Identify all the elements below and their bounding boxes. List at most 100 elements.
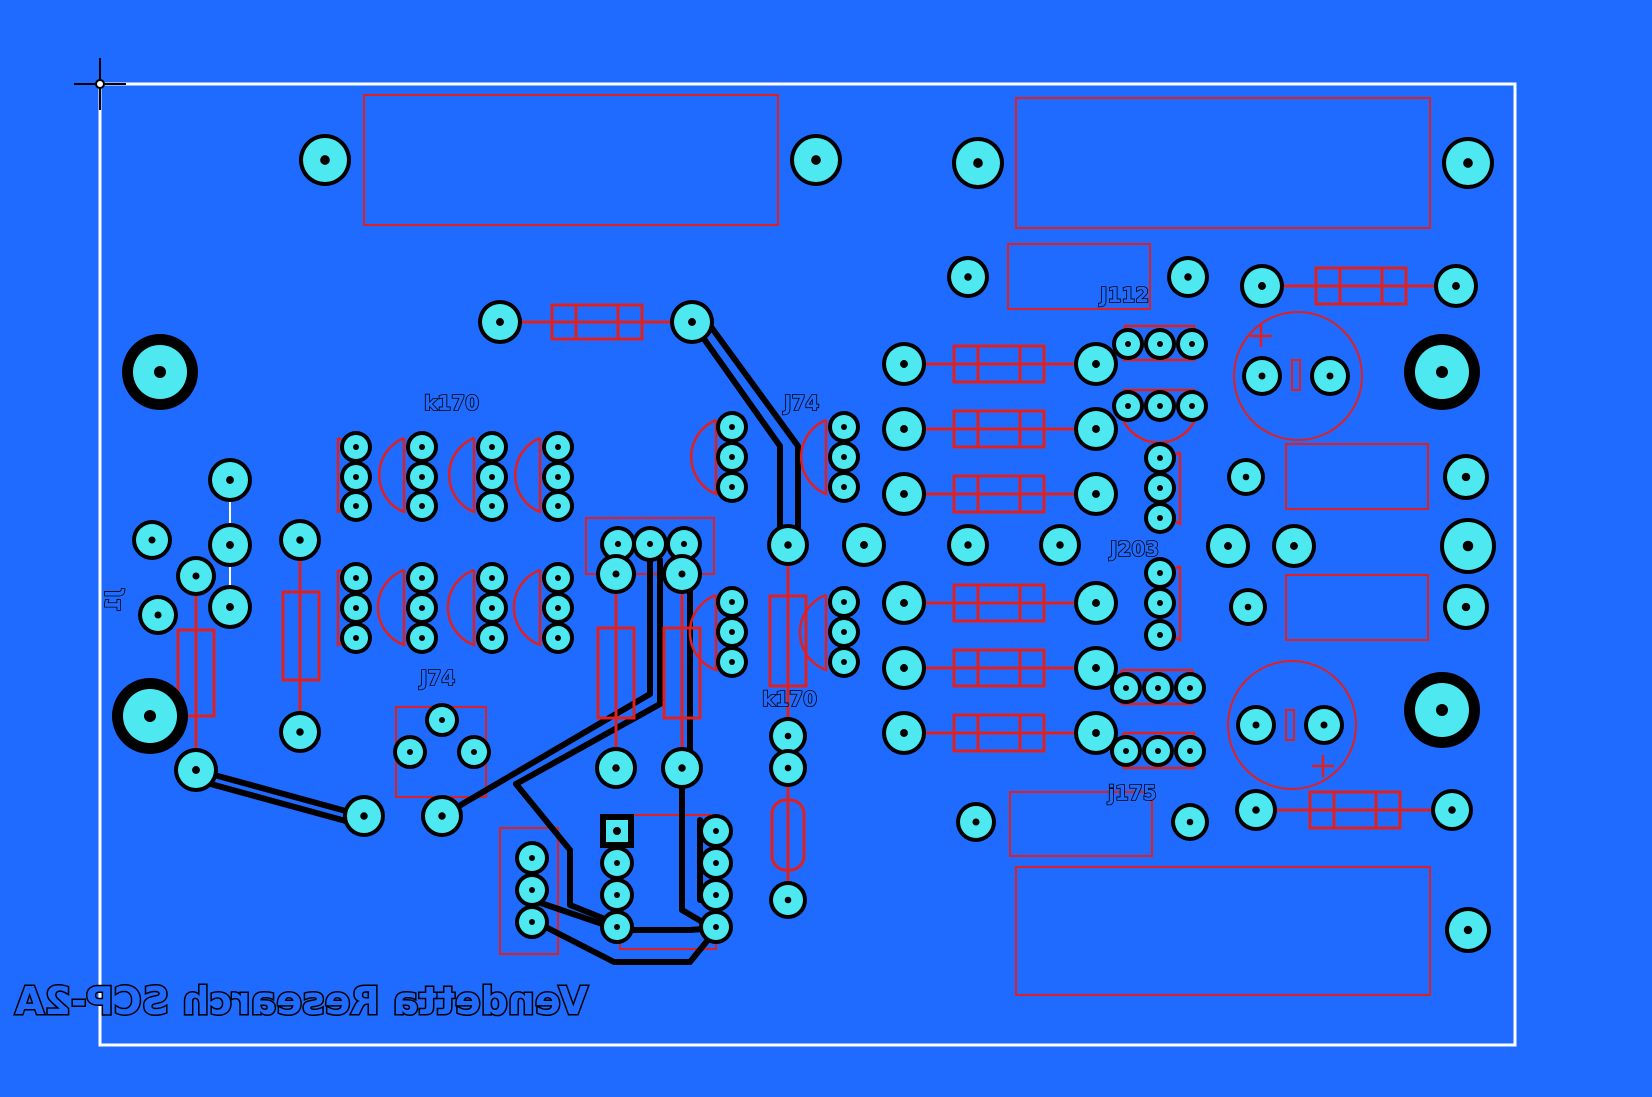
- pad[interactable]: [279, 519, 321, 561]
- pad[interactable]: [828, 646, 860, 678]
- pad[interactable]: [542, 461, 574, 493]
- pad[interactable]: [1240, 264, 1284, 308]
- pad[interactable]: [632, 526, 668, 562]
- pad[interactable]: [1272, 524, 1316, 568]
- pad[interactable]: [882, 646, 926, 690]
- pad[interactable]: [1174, 735, 1206, 767]
- pad[interactable]: [1039, 524, 1081, 566]
- pad[interactable]: [1310, 356, 1350, 396]
- pad[interactable]: [406, 431, 438, 463]
- pad[interactable]: [767, 524, 809, 566]
- pad[interactable]: [515, 841, 549, 875]
- pad[interactable]: [340, 431, 372, 463]
- pad[interactable]: [1144, 390, 1176, 422]
- pad[interactable]: [279, 711, 321, 753]
- pads-group[interactable]: [132, 134, 1496, 953]
- pad[interactable]: [542, 431, 574, 463]
- pad[interactable]: [1174, 672, 1206, 704]
- pad[interactable]: [1206, 524, 1250, 568]
- pad[interactable]: [1227, 458, 1265, 496]
- pad[interactable]: [828, 616, 860, 648]
- pad-square-ic1[interactable]: [600, 814, 634, 848]
- pad[interactable]: [769, 881, 807, 919]
- pad[interactable]: [947, 256, 989, 298]
- pad[interactable]: [1074, 407, 1118, 451]
- pad[interactable]: [542, 622, 574, 654]
- pad[interactable]: [882, 581, 926, 625]
- pad[interactable]: [769, 717, 807, 755]
- pad[interactable]: [406, 592, 438, 624]
- pad[interactable]: [476, 562, 508, 594]
- pad[interactable]: [716, 471, 748, 503]
- pad[interactable]: [1236, 705, 1276, 745]
- pad[interactable]: [699, 878, 733, 912]
- pad[interactable]: [1443, 584, 1489, 630]
- pad[interactable]: [716, 586, 748, 618]
- pad[interactable]: [596, 554, 636, 594]
- pad[interactable]: [132, 520, 172, 560]
- pad[interactable]: [1229, 588, 1267, 626]
- pad[interactable]: [882, 472, 926, 516]
- pad[interactable]: [699, 846, 733, 880]
- pad[interactable]: [769, 749, 807, 787]
- pad[interactable]: [406, 562, 438, 594]
- pad[interactable]: [1443, 454, 1489, 500]
- pad[interactable]: [1144, 442, 1176, 474]
- pad[interactable]: [882, 407, 926, 451]
- pad[interactable]: [828, 471, 860, 503]
- pad[interactable]: [699, 910, 733, 944]
- pad[interactable]: [1167, 256, 1209, 298]
- pad[interactable]: [340, 562, 372, 594]
- pad[interactable]: [1142, 672, 1174, 704]
- pad[interactable]: [716, 646, 748, 678]
- pad[interactable]: [406, 461, 438, 493]
- pad[interactable]: [882, 342, 926, 386]
- pad[interactable]: [476, 592, 508, 624]
- pad[interactable]: [406, 490, 438, 522]
- pad[interactable]: [600, 878, 634, 912]
- pad[interactable]: [340, 461, 372, 493]
- pad[interactable]: [1445, 907, 1491, 953]
- pad[interactable]: [828, 411, 860, 443]
- pad[interactable]: [1110, 672, 1142, 704]
- pad[interactable]: [1112, 390, 1144, 422]
- pad[interactable]: [670, 300, 714, 344]
- pad[interactable]: [1235, 789, 1277, 831]
- pad[interactable]: [882, 711, 926, 755]
- pad[interactable]: [662, 554, 702, 594]
- pad[interactable]: [1171, 803, 1209, 841]
- pad[interactable]: [340, 490, 372, 522]
- pad[interactable]: [716, 441, 748, 473]
- pad[interactable]: [600, 526, 636, 562]
- pad[interactable]: [952, 137, 1004, 189]
- pad[interactable]: [1144, 502, 1176, 534]
- pad[interactable]: [208, 585, 252, 629]
- pad[interactable]: [340, 592, 372, 624]
- pad[interactable]: [1112, 328, 1144, 360]
- pad[interactable]: [1074, 472, 1118, 516]
- pad[interactable]: [542, 592, 574, 624]
- pad[interactable]: [478, 300, 522, 344]
- pad[interactable]: [716, 411, 748, 443]
- pad[interactable]: [1176, 390, 1208, 422]
- pad[interactable]: [661, 747, 703, 789]
- pad[interactable]: [1074, 581, 1118, 625]
- pad[interactable]: [1074, 342, 1118, 386]
- pad[interactable]: [299, 134, 351, 186]
- pad[interactable]: [1144, 587, 1176, 619]
- pad[interactable]: [343, 795, 385, 837]
- pad[interactable]: [828, 441, 860, 473]
- pad[interactable]: [1144, 619, 1176, 651]
- pad[interactable]: [393, 735, 427, 769]
- pad[interactable]: [208, 523, 252, 567]
- pad[interactable]: [947, 524, 989, 566]
- pad[interactable]: [421, 795, 463, 837]
- pad[interactable]: [208, 458, 252, 502]
- pad[interactable]: [1176, 328, 1208, 360]
- mounting-holes[interactable]: [112, 334, 1480, 754]
- pad[interactable]: [1440, 518, 1496, 574]
- pad[interactable]: [476, 490, 508, 522]
- pad[interactable]: [476, 431, 508, 463]
- pad[interactable]: [1144, 557, 1176, 589]
